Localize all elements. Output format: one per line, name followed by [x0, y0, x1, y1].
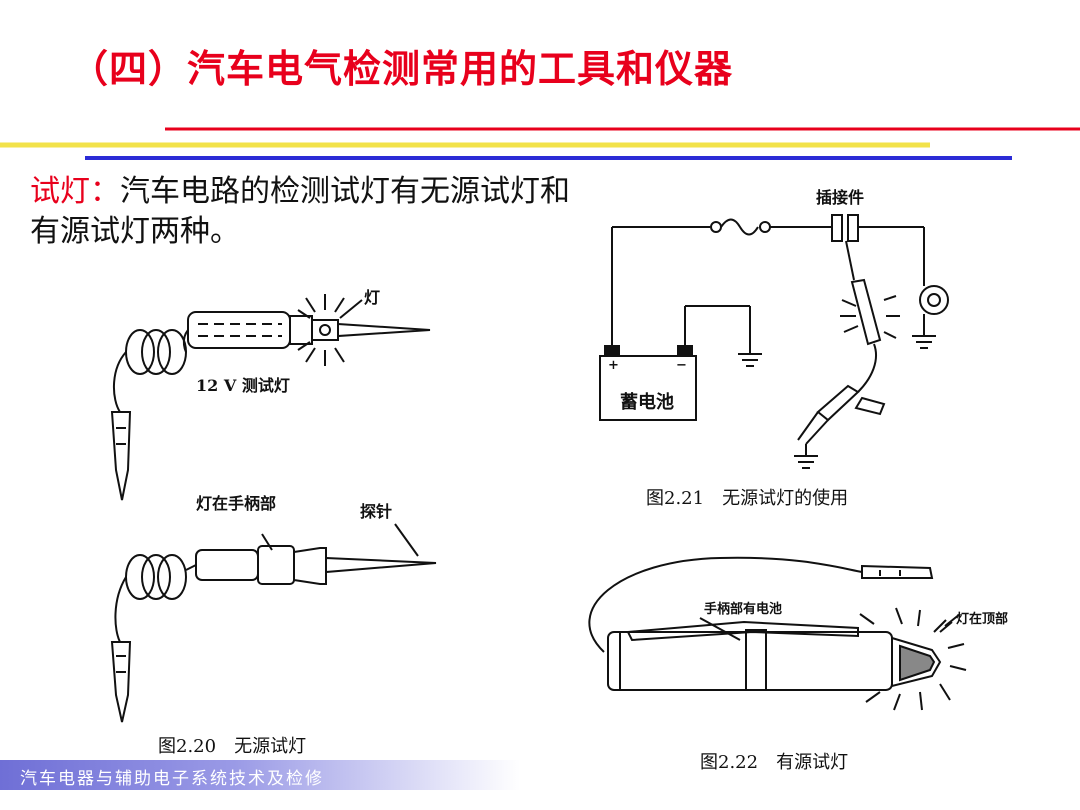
test-lamp-drawing-bottom: [110, 523, 437, 723]
circuit-diagram: [599, 214, 949, 469]
battery-plus: +: [608, 358, 619, 373]
footer-text: 汽车电器与辅助电子系统技术及检修: [20, 769, 324, 789]
intro-paragraph: 试灯：汽车电路的检测试灯有无源试灯和有源试灯两种。: [30, 172, 590, 252]
test-lamp-drawing-top: [110, 294, 431, 501]
page-title: （四）汽车电气检测常用的工具和仪器: [70, 47, 734, 91]
label-probe: 探针: [360, 502, 393, 521]
label-lamp-at-top: 灯在顶部: [956, 612, 1009, 627]
caption-fig-2-20: 图2.20 无源试灯: [158, 736, 307, 757]
label-12v-test-lamp: 12 V 测试灯: [196, 376, 290, 395]
battery-minus: −: [676, 358, 687, 373]
label-battery-in-handle: 手柄部有电池: [704, 602, 783, 617]
intro-lead: 试灯：: [30, 174, 120, 209]
label-connector: 插接件: [816, 188, 865, 207]
intro-text: 汽车电路的检测试灯有无源试灯和有源试灯两种。: [30, 174, 570, 249]
label-lamp: 灯: [364, 288, 381, 307]
label-lamp-in-handle: 灯在手柄部: [196, 494, 277, 513]
caption-fig-2-22: 图2.22 有源试灯: [700, 752, 849, 773]
powered-test-lamp-drawing: [588, 556, 967, 711]
label-battery: 蓄电池: [620, 392, 674, 413]
footer-bar: [0, 760, 520, 790]
caption-fig-2-21: 图2.21 无源试灯的使用: [646, 488, 849, 509]
